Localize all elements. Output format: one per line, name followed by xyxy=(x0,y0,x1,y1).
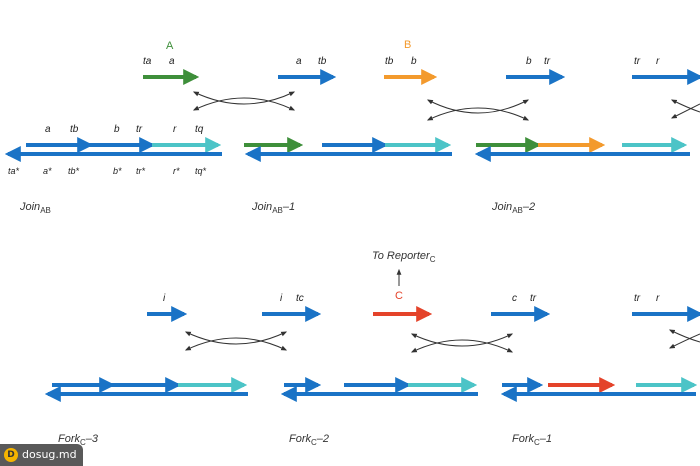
domain-label: b xyxy=(114,124,120,135)
domain-label: r xyxy=(656,293,660,304)
domain-label: a xyxy=(296,56,302,67)
domain-label: tc xyxy=(296,293,304,304)
watermark-text: dosug.md xyxy=(22,448,77,461)
gate-fork-c-1 xyxy=(500,377,698,402)
exchange-arrows xyxy=(670,103,700,119)
state-label-join-ab: JoinAB xyxy=(19,201,51,215)
domain-label: a xyxy=(45,124,51,135)
gate-join-ab xyxy=(4,137,222,162)
domain-label: b xyxy=(526,56,532,67)
domain-label: i xyxy=(163,293,166,304)
state-label-fork-c-1: ForkC–1 xyxy=(512,433,552,447)
domain-label: a xyxy=(169,56,175,67)
domain-label: r xyxy=(656,56,660,67)
strand-b-name: B xyxy=(404,39,411,51)
state-label-fork-c-3: ForkC–3 xyxy=(58,433,99,447)
strand-c-name: C xyxy=(395,290,403,302)
state-label-fork-c-2: ForkC–2 xyxy=(289,433,329,447)
domain-label: c xyxy=(512,293,517,304)
exchange-arrows xyxy=(184,331,288,351)
domain-label: a* xyxy=(43,166,52,176)
domain-label: tr xyxy=(634,56,641,67)
gate-join-ab-1 xyxy=(244,137,452,162)
domain-label: tb* xyxy=(68,166,80,176)
domain-label: tr xyxy=(136,124,143,135)
exchange-arrows xyxy=(410,333,514,353)
domain-label: tr xyxy=(544,56,551,67)
gate-join-ab-2 xyxy=(474,137,690,162)
watermark-logo-icon: D xyxy=(4,448,18,462)
domain-label: tr xyxy=(634,293,641,304)
domain-label: tb xyxy=(70,124,79,135)
domain-label: tr xyxy=(530,293,537,304)
strand-a-name: A xyxy=(166,40,174,52)
domain-label: ta xyxy=(143,56,152,67)
exchange-arrows xyxy=(668,333,700,349)
state-label-join-ab-1: JoinAB–1 xyxy=(251,201,295,215)
state-label-join-ab-2: JoinAB–2 xyxy=(491,201,535,215)
exchange-arrows xyxy=(192,91,296,111)
domain-label: tb xyxy=(318,56,327,67)
domain-label: b xyxy=(411,56,417,67)
domain-label: r xyxy=(173,124,177,135)
watermark: D dosug.md xyxy=(0,444,83,466)
domain-label: b* xyxy=(113,166,122,176)
domain-label: r* xyxy=(173,166,180,176)
domain-label: ta* xyxy=(8,166,20,176)
gate-fork-c-2 xyxy=(280,377,478,402)
exchange-arrows xyxy=(426,99,530,121)
domain-label: tb xyxy=(385,56,394,67)
exchange-arrows xyxy=(668,329,700,343)
domain-label: tq xyxy=(195,124,204,135)
reporter-label: To ReporterC xyxy=(372,250,436,264)
domain-label: tr* xyxy=(136,166,145,176)
domain-label: tq* xyxy=(195,166,207,176)
domain-label: i xyxy=(280,293,283,304)
exchange-arrows xyxy=(670,99,700,113)
gate-fork-c-3 xyxy=(44,377,248,402)
